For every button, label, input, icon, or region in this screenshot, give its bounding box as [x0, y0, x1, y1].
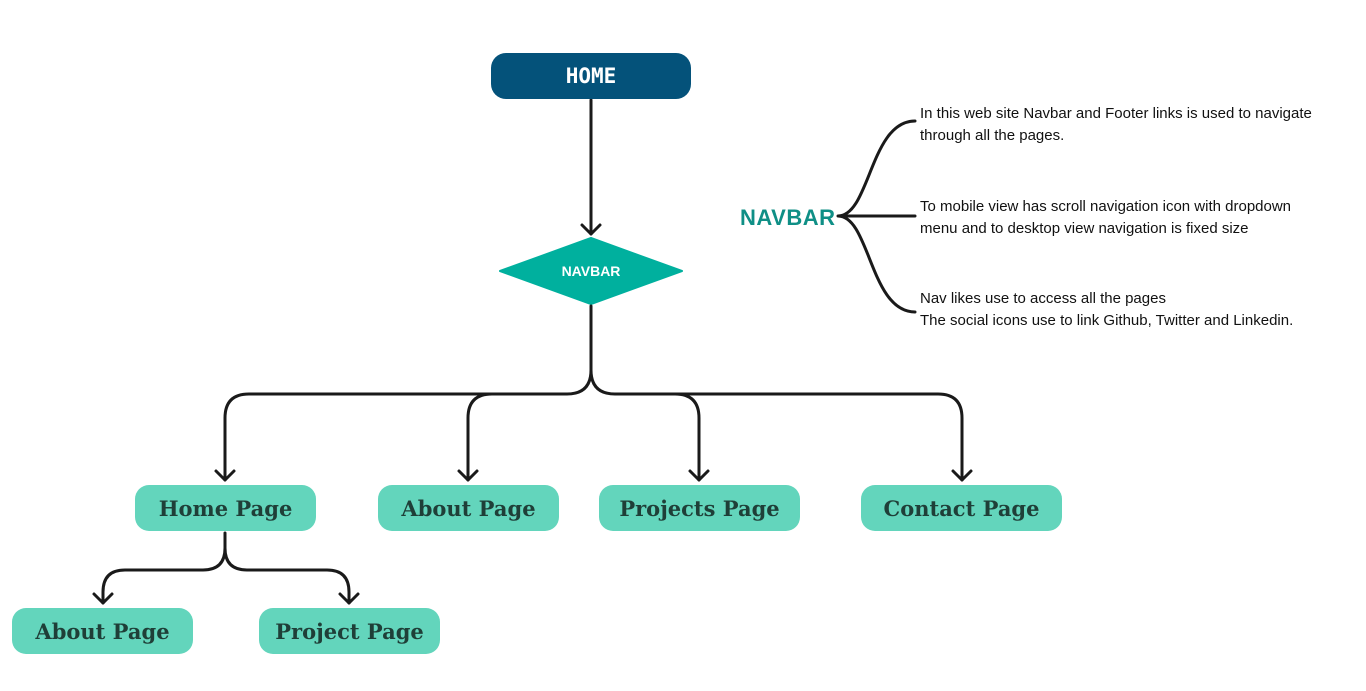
- brace-connector: [836, 119, 917, 314]
- connector-branch-about: [466, 392, 494, 482]
- connector-branch-right: [589, 368, 964, 482]
- sub-project-page-node: Project Page: [259, 608, 440, 654]
- note-line: menu and to desktop view navigation is f…: [920, 220, 1249, 237]
- arrowhead-contact-page: [951, 469, 973, 482]
- note-navigation-links: In this web site Navbar and Footer links…: [920, 103, 1360, 147]
- note-line: through all the pages.: [920, 127, 1065, 144]
- connector-homepage-sub: [101, 531, 227, 605]
- contact-page-node: Contact Page: [861, 485, 1062, 531]
- projects-page-node: Projects Page: [599, 485, 800, 531]
- note-line: To mobile view has scroll navigation ico…: [920, 198, 1292, 215]
- navbar-node-label: NAVBAR: [561, 263, 621, 279]
- arrowhead-navbar: [580, 223, 602, 236]
- home-page-node: Home Page: [135, 485, 316, 531]
- navbar-side-title: NAVBAR: [740, 205, 836, 230]
- note-mobile-view: To mobile view has scroll navigation ico…: [920, 196, 1360, 240]
- arrowhead-sub-about: [92, 592, 114, 605]
- arrowhead-about-page: [457, 469, 479, 482]
- note-line: In this web site Navbar and Footer links…: [920, 105, 1312, 122]
- connector-branch-projects: [673, 392, 701, 482]
- note-line: Nav likes use to access all the pages: [920, 290, 1166, 307]
- note-social-icons: Nav likes use to access all the pages Th…: [920, 288, 1360, 332]
- connector-navbar-trunk: [223, 304, 593, 482]
- navbar-diamond: [499, 237, 683, 305]
- arrowhead-sub-project: [338, 592, 360, 605]
- about-page-node: About Page: [378, 485, 559, 531]
- connector-homepage-sub-right: [223, 546, 351, 605]
- arrowhead-projects-page: [688, 469, 710, 482]
- arrowhead-home-page: [214, 469, 236, 482]
- note-line: The social icons use to link Github, Twi…: [920, 312, 1294, 329]
- sub-about-page-node: About Page: [12, 608, 193, 654]
- home-node: HOME: [491, 53, 691, 99]
